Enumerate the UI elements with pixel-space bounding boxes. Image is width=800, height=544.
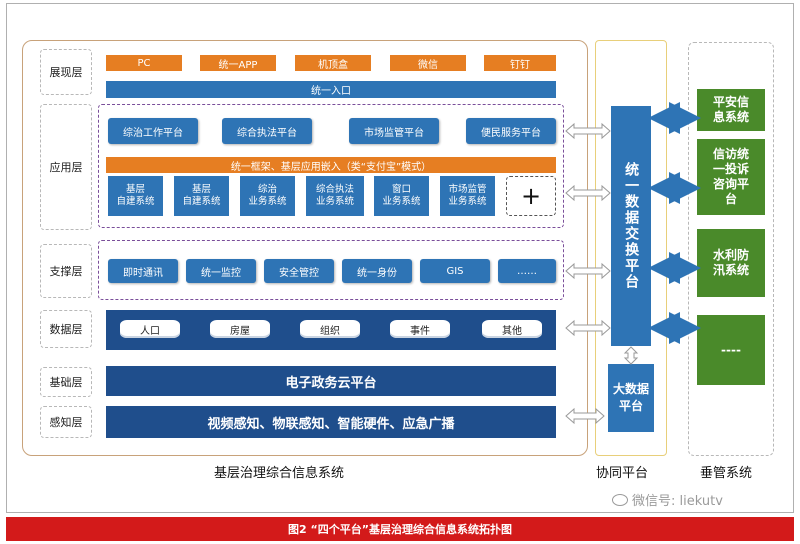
layer-label-foundation: 基础层 [40, 367, 92, 397]
application-group [98, 104, 564, 228]
channel-dingtalk: 钉钉 [484, 55, 556, 71]
channel-app: 统一APP [200, 55, 276, 71]
layer-label-perception: 感知层 [40, 406, 92, 438]
watermark-text: 微信号: liekutv [632, 494, 723, 509]
module-zongzhi: 综治 业务系统 [240, 176, 295, 216]
vertical-flood: 水利防 汛系统 [697, 229, 765, 297]
main-system-frame [22, 40, 588, 456]
wechat-icon [612, 493, 628, 506]
vertical-systems-frame [688, 42, 774, 456]
bigdata-platform: 大数据 平台 [608, 364, 654, 432]
module-chuangkou: 窗口 业务系统 [374, 176, 429, 216]
layer-label-data: 数据层 [40, 310, 92, 348]
channel-pc: PC [106, 55, 182, 71]
label-collaboration: 协同平台 [596, 466, 649, 481]
layer-label-application: 应用层 [40, 104, 92, 230]
module-jiceng-2: 基层 自建系统 [174, 176, 229, 216]
support-gis: GIS [420, 259, 490, 283]
support-im: 即时通讯 [108, 259, 178, 283]
vertical-other: ---- [697, 315, 765, 385]
framework-bar: 统一框架、基层应用嵌入（类“支付宝”模式） [106, 157, 556, 173]
support-security: 安全管控 [264, 259, 334, 283]
data-organization: 组织 [300, 320, 360, 338]
support-more: …… [498, 259, 556, 283]
plus-icon: + [520, 182, 542, 210]
channel-settop: 机顶盒 [295, 55, 371, 71]
platform-shichang: 市场监管平台 [349, 118, 439, 144]
collaboration-frame [595, 40, 667, 456]
perception-bar: 视频感知、物联感知、智能硬件、应急广播 [106, 406, 556, 438]
cloud-platform-bar: 电子政务云平台 [106, 366, 556, 396]
layer-label-display: 展现层 [40, 49, 92, 95]
platform-bianmin: 便民服务平台 [466, 118, 556, 144]
channel-wechat: 微信 [390, 55, 466, 71]
module-zhifa: 综合执法 业务系统 [306, 176, 364, 216]
module-jiceng-1: 基层 自建系统 [108, 176, 163, 216]
diagram-border [6, 3, 794, 513]
vertical-safety: 平安信 息系统 [697, 89, 765, 131]
support-monitor: 统一监控 [186, 259, 256, 283]
label-vertical: 垂管系统 [700, 466, 753, 481]
exchange-platform-label: 统一数据交换平台 [623, 162, 640, 290]
data-population: 人口 [120, 320, 180, 338]
platform-zongzhi: 综治工作平台 [108, 118, 198, 144]
module-shichang: 市场监管 业务系统 [440, 176, 495, 216]
watermark: 微信号: liekutv [612, 490, 723, 509]
data-events: 事件 [390, 320, 450, 338]
vertical-petition: 信访统 一投诉 咨询平 台 [697, 139, 765, 215]
platform-zhifa: 综合执法平台 [222, 118, 312, 144]
figure-caption: 图2 “四个平台”基层治理综合信息系统拓扑图 [6, 517, 794, 541]
data-other: 其他 [482, 320, 542, 338]
layer-label-support: 支撑层 [40, 244, 92, 298]
support-identity: 统一身份 [342, 259, 412, 283]
add-module-box: + [506, 176, 556, 216]
unified-entry-bar: 统一入口 [106, 81, 556, 98]
support-group [98, 240, 564, 300]
exchange-platform: 统一数据交换平台 [611, 106, 651, 346]
label-main-system: 基层治理综合信息系统 [214, 466, 345, 481]
data-housing: 房屋 [210, 320, 270, 338]
